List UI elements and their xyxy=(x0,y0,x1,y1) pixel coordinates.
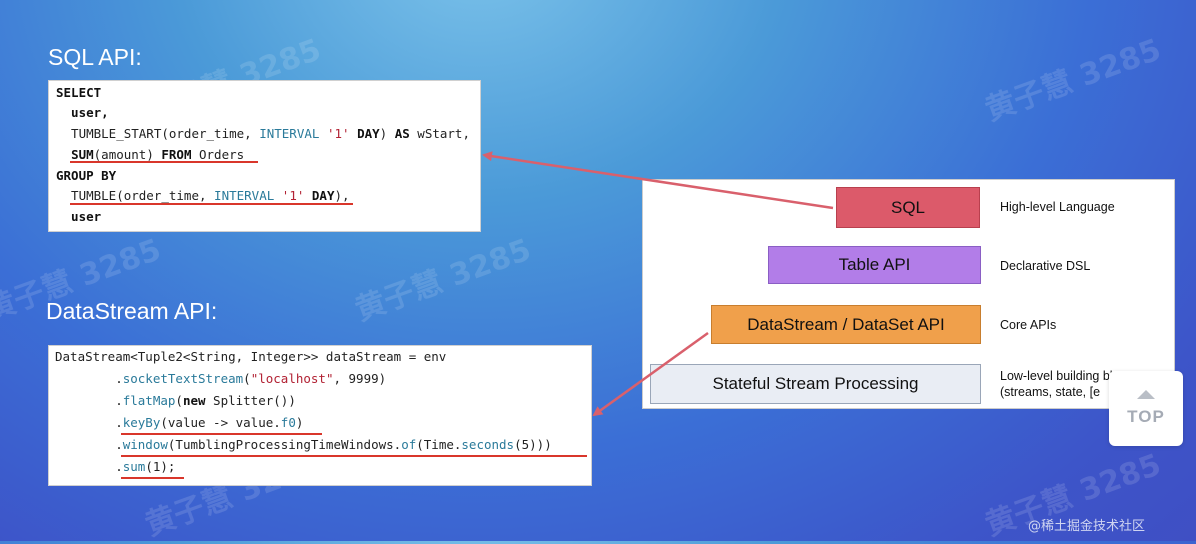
layer-label: Table API xyxy=(838,255,911,274)
code-token: DAY xyxy=(357,126,380,141)
code-line: .window(TumblingProcessingTimeWindows.of… xyxy=(55,437,552,453)
code-token: . xyxy=(55,393,123,408)
layer-sql: SQL xyxy=(836,187,980,228)
code-line: TUMBLE(order_time, INTERVAL '1' DAY), xyxy=(56,188,350,204)
code-token: ( xyxy=(243,371,251,386)
datastream-arrow xyxy=(592,331,709,417)
code-token: (TumblingProcessingTimeWindows. xyxy=(167,437,402,452)
code-token: ) xyxy=(295,415,304,430)
top-button-label: TOP xyxy=(1127,407,1165,426)
layer-label: DataStream / DataSet API xyxy=(747,314,945,334)
code-token: socketTextStream xyxy=(122,371,244,386)
layer-datastream-dataset-api: DataStream / DataSet API xyxy=(711,305,981,344)
credit-text: @稀土掘金技术社区 xyxy=(1028,519,1146,534)
code-token: TUMBLE_START(order_time, xyxy=(56,126,260,141)
code-token: "localhost" xyxy=(250,371,334,386)
layer-stateful-stream-processing: Stateful Stream Processing xyxy=(650,364,981,404)
code-line: TUMBLE_START(order_time, INTERVAL '1' DA… xyxy=(56,126,470,142)
code-token: window xyxy=(122,437,168,452)
highlight-underline xyxy=(121,455,587,457)
code-token: ( xyxy=(175,393,183,408)
code-token: '1' xyxy=(326,126,350,141)
sql-arrow xyxy=(482,151,834,210)
layer-description: Low-level building bl (streams, state, [… xyxy=(1000,368,1113,400)
back-to-top-button[interactable]: TOP xyxy=(1109,371,1183,446)
highlight-underline xyxy=(70,161,258,163)
code-line: user, xyxy=(56,105,109,121)
code-line: SUM(amount) FROM Orders xyxy=(56,147,244,163)
code-token: f0 xyxy=(280,415,296,430)
code-token: DataStream<Tuple2<String, Integer>> data… xyxy=(55,349,447,364)
code-token: Orders xyxy=(191,147,245,162)
code-line: DataStream<Tuple2<String, Integer>> data… xyxy=(55,349,446,365)
code-token: '1' xyxy=(281,188,305,203)
highlight-underline xyxy=(121,433,322,435)
datastream-api-heading: DataStream API: xyxy=(46,298,218,324)
code-token: flatMap xyxy=(122,393,176,408)
datastream-code-block: DataStream<Tuple2<String, Integer>> data… xyxy=(48,345,592,486)
code-token: user, xyxy=(56,105,109,120)
code-line: .keyBy(value -> value.f0) xyxy=(55,415,303,431)
code-line: .flatMap(new Splitter()) xyxy=(55,393,296,409)
code-token: , 9999) xyxy=(333,371,387,386)
code-token: SELECT xyxy=(56,85,102,100)
layer-description-line: (streams, state, [e xyxy=(1000,385,1101,399)
layer-label: SQL xyxy=(890,197,926,217)
sql-code-block: SELECT user, TUMBLE_START(order_time, IN… xyxy=(48,80,481,232)
code-token: . xyxy=(55,371,123,386)
code-token: INTERVAL xyxy=(214,188,275,203)
code-token: keyBy xyxy=(122,415,161,430)
code-token: (value -> value. xyxy=(160,415,281,430)
code-line: GROUP BY xyxy=(56,168,116,184)
code-token: new xyxy=(182,393,206,408)
layer-description-line: Low-level building bl xyxy=(1000,369,1113,383)
sql-api-heading: SQL API: xyxy=(48,44,142,70)
code-token: SUM xyxy=(71,147,94,162)
code-line: SELECT xyxy=(56,85,101,101)
code-token: seconds xyxy=(461,437,515,452)
code-token: ), xyxy=(334,188,350,203)
code-token: DAY xyxy=(311,188,335,203)
code-token: wStart, xyxy=(409,126,470,141)
code-token: . xyxy=(55,415,123,430)
code-token: AS xyxy=(394,126,410,141)
code-line: user xyxy=(56,209,101,225)
chevron-up-icon xyxy=(1137,390,1155,399)
highlight-underline xyxy=(121,477,184,479)
code-token: (Time. xyxy=(416,437,462,452)
layer-description: Declarative DSL xyxy=(1000,259,1091,273)
highlight-underline xyxy=(70,203,353,205)
code-token: of xyxy=(401,437,417,452)
api-layers-panel: SQL High-level Language Table API Declar… xyxy=(642,179,1175,409)
code-line: .sum(1); xyxy=(55,459,175,475)
code-token: user xyxy=(56,209,102,224)
code-token: TUMBLE(order_time, xyxy=(56,188,215,203)
layer-description: High-level Language xyxy=(1000,200,1115,214)
code-token: GROUP BY xyxy=(56,168,117,183)
code-token: FROM xyxy=(161,147,192,162)
code-token: (5))) xyxy=(514,437,552,452)
code-token: . xyxy=(55,459,123,474)
code-token: INTERVAL xyxy=(259,126,320,141)
layer-description: Core APIs xyxy=(1000,318,1057,332)
code-token: (1); xyxy=(145,459,176,474)
code-line: .socketTextStream("localhost", 9999) xyxy=(55,371,386,387)
code-token: . xyxy=(55,437,123,452)
layer-label: Stateful Stream Processing xyxy=(712,374,919,393)
code-token: ) xyxy=(379,126,395,141)
code-token: Splitter()) xyxy=(205,393,296,408)
code-token: sum xyxy=(122,459,146,474)
layer-table-api: Table API xyxy=(768,246,981,284)
code-token: (amount) xyxy=(93,147,162,162)
